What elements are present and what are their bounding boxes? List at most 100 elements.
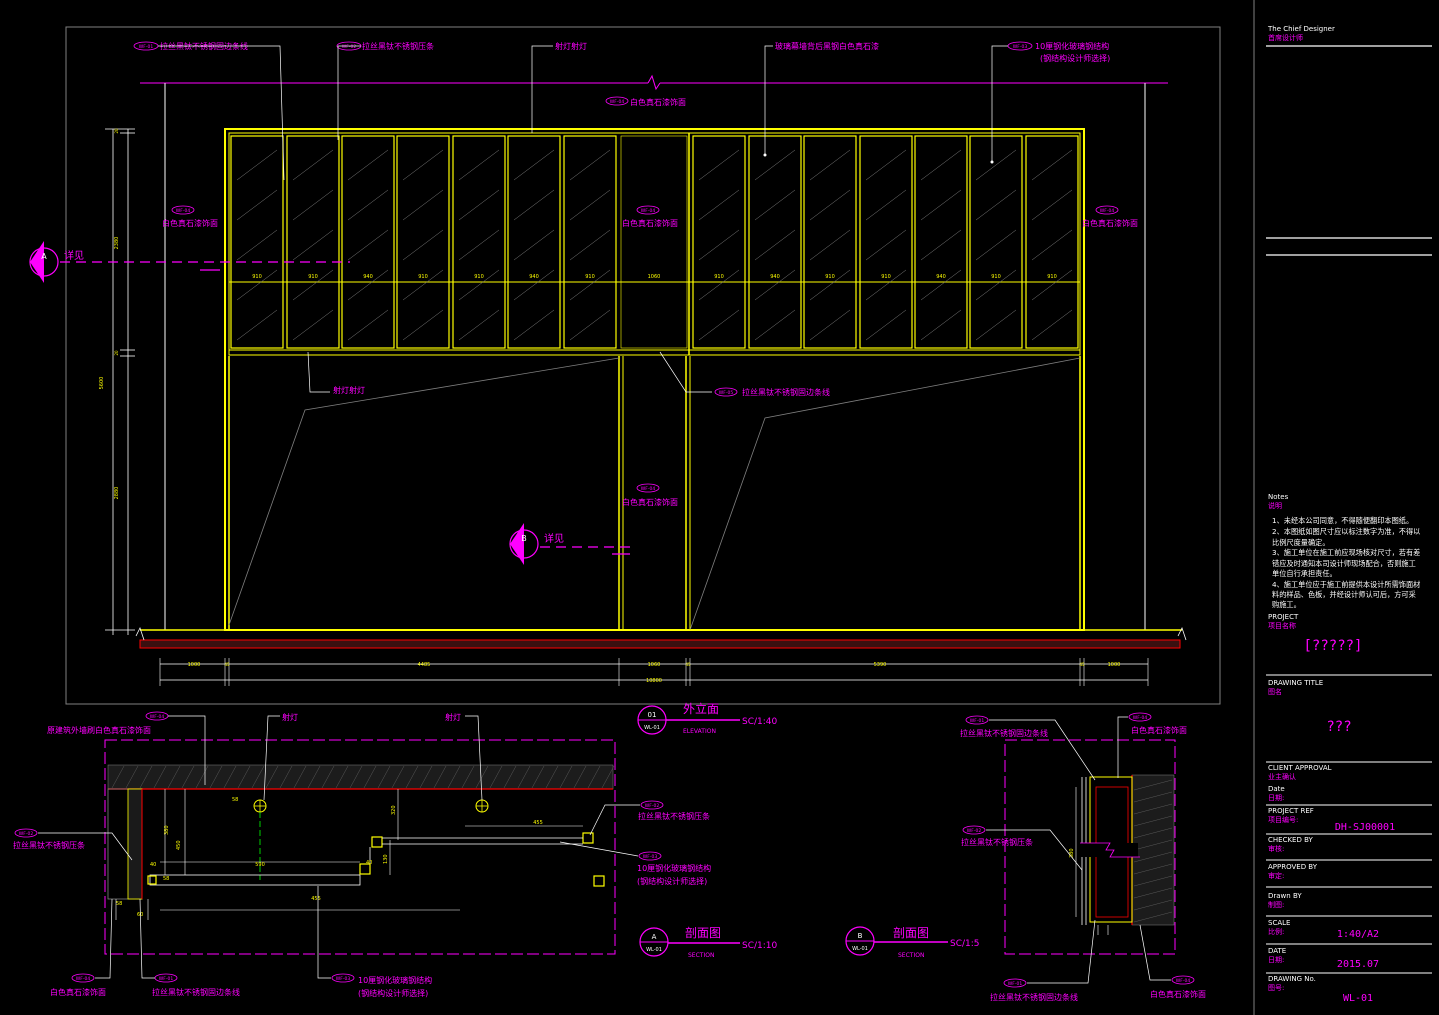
title-symbol-bottom: WL-01	[852, 946, 868, 952]
glass-panel	[620, 135, 688, 349]
leader-line	[559, 841, 639, 857]
glass-panel	[803, 135, 857, 349]
project-label-cn: 项目名称	[1268, 621, 1296, 630]
callout-tag	[636, 483, 660, 493]
hatch-line	[1133, 851, 1173, 863]
callout-label: 白色真石漆饰面	[1150, 989, 1206, 999]
callout-tag-text: WF-02	[19, 831, 34, 837]
dimension-text: 130	[383, 854, 389, 864]
callout-label: 射灯	[445, 712, 461, 722]
dimension-text: 380	[1069, 848, 1075, 858]
glass-hatch	[347, 229, 389, 261]
clamp	[147, 875, 157, 885]
glass-hatch	[1031, 309, 1073, 341]
hatch-line	[293, 765, 307, 789]
callout-tag-text: WF-03	[643, 854, 658, 860]
view-scale: SC/1:5	[950, 939, 980, 949]
glass-panel	[1025, 135, 1079, 349]
glass-hatch	[292, 229, 334, 261]
glass-hatch	[236, 189, 278, 221]
project-ref-value: DH-SJ00001	[1335, 822, 1395, 833]
leader-line	[38, 832, 133, 861]
glass-hatch	[569, 309, 611, 341]
callout-label: (钢结构设计师选择)	[1040, 53, 1110, 63]
glass-hatch	[236, 149, 278, 181]
hatch-line	[279, 765, 293, 789]
dimension-text: 5600	[99, 377, 105, 390]
panel-width-text: 910	[1047, 274, 1057, 280]
elevation-frame	[65, 26, 1221, 705]
callout-tag	[14, 828, 38, 838]
panel-width-text: 910	[825, 274, 835, 280]
drawn-by-cn: 制图:	[1268, 900, 1284, 909]
leader-line	[168, 715, 206, 785]
detail-frame	[1004, 739, 1176, 955]
hatch-line	[237, 765, 251, 789]
hatch-line	[587, 765, 601, 789]
designer-cn: 首席设计师	[1268, 33, 1303, 42]
leader-line	[991, 45, 1008, 162]
door-swing-line	[689, 357, 1081, 631]
project-ref-en: PROJECT REF	[1268, 807, 1314, 815]
dimension-text: 4485	[418, 662, 431, 668]
checked-by-cn: 审核:	[1268, 844, 1284, 853]
glass-hatch	[1031, 149, 1073, 181]
note-line: 4、施工单位应于施工前提供本设计所需饰面材	[1272, 580, 1420, 589]
glass-hatch	[698, 189, 740, 221]
callout-tag	[638, 851, 662, 861]
glass-hatch	[236, 229, 278, 261]
section-letter: B	[521, 534, 527, 543]
callout-tag	[640, 800, 664, 810]
callout-tag-text: WF-02	[645, 803, 660, 809]
glass-hatch	[920, 149, 962, 181]
dimension-text: 40	[366, 860, 372, 866]
wall-hatch-lines	[1133, 779, 1173, 923]
callout-tag	[1003, 978, 1027, 988]
notes-list: 1、未经本公司同意，不得随便翻印本图纸。 2、本图纸如图尺寸应以标注数字为准，不…	[1272, 516, 1420, 609]
note-line: 错应及时通知本司设计师现场配合，否则施工	[1272, 559, 1416, 568]
callout-label: 10厘钢化玻璃钢结构	[358, 975, 432, 985]
glass-hatch	[809, 309, 851, 341]
glass-hatch	[513, 309, 555, 341]
glass-hatch	[920, 229, 962, 261]
note-line: 比例尺度量确定。	[1272, 538, 1330, 547]
dimension-text: 1060	[648, 662, 661, 668]
section-mark-arrow	[30, 241, 44, 262]
hatch-line	[531, 765, 545, 789]
glass-panel	[452, 135, 506, 349]
dimension-text: 45	[1079, 662, 1085, 667]
callout-tag-text: WF-04	[1176, 978, 1191, 984]
title-symbol-top: 01	[648, 711, 657, 719]
glass-hatch	[975, 269, 1017, 301]
date-value: 2015.07	[1337, 959, 1379, 970]
glass-panel	[914, 135, 968, 349]
elevation-title: 01 WL-01 外立面 ELEVATION SC/1:40	[637, 701, 778, 735]
hatch-line	[475, 765, 489, 789]
hatch-line	[1133, 779, 1173, 791]
glass-hatch	[865, 189, 907, 221]
date-label-en: Date	[1268, 785, 1285, 793]
dimension-text: 455	[311, 896, 321, 902]
callout-label: 拉丝黑钛不锈钢压条	[638, 811, 710, 821]
break-mark	[647, 74, 661, 91]
callout-label: 白色真石漆饰面	[622, 497, 678, 507]
callout-label: 白色真石漆饰面	[162, 218, 218, 228]
client-approval-en: CLIENT APPROVAL	[1268, 764, 1332, 772]
hatch-line	[433, 765, 447, 789]
clamp	[371, 836, 383, 848]
callout-label: (钢结构设计师选择)	[358, 988, 428, 998]
hatch-line	[265, 765, 279, 789]
callout-tag	[1095, 205, 1119, 215]
glass-hatch	[402, 229, 444, 261]
leader-line	[589, 804, 640, 836]
leader-line	[307, 351, 330, 393]
panel-width-text: 910	[585, 274, 595, 280]
dimension-text: 45	[224, 662, 230, 667]
hatch-line	[559, 765, 573, 789]
glass-profile	[149, 874, 361, 886]
hatch-line	[1133, 887, 1173, 899]
glass-hatch	[698, 149, 740, 181]
view-title-en: ELEVATION	[683, 728, 716, 735]
hatch-line	[1133, 899, 1173, 911]
